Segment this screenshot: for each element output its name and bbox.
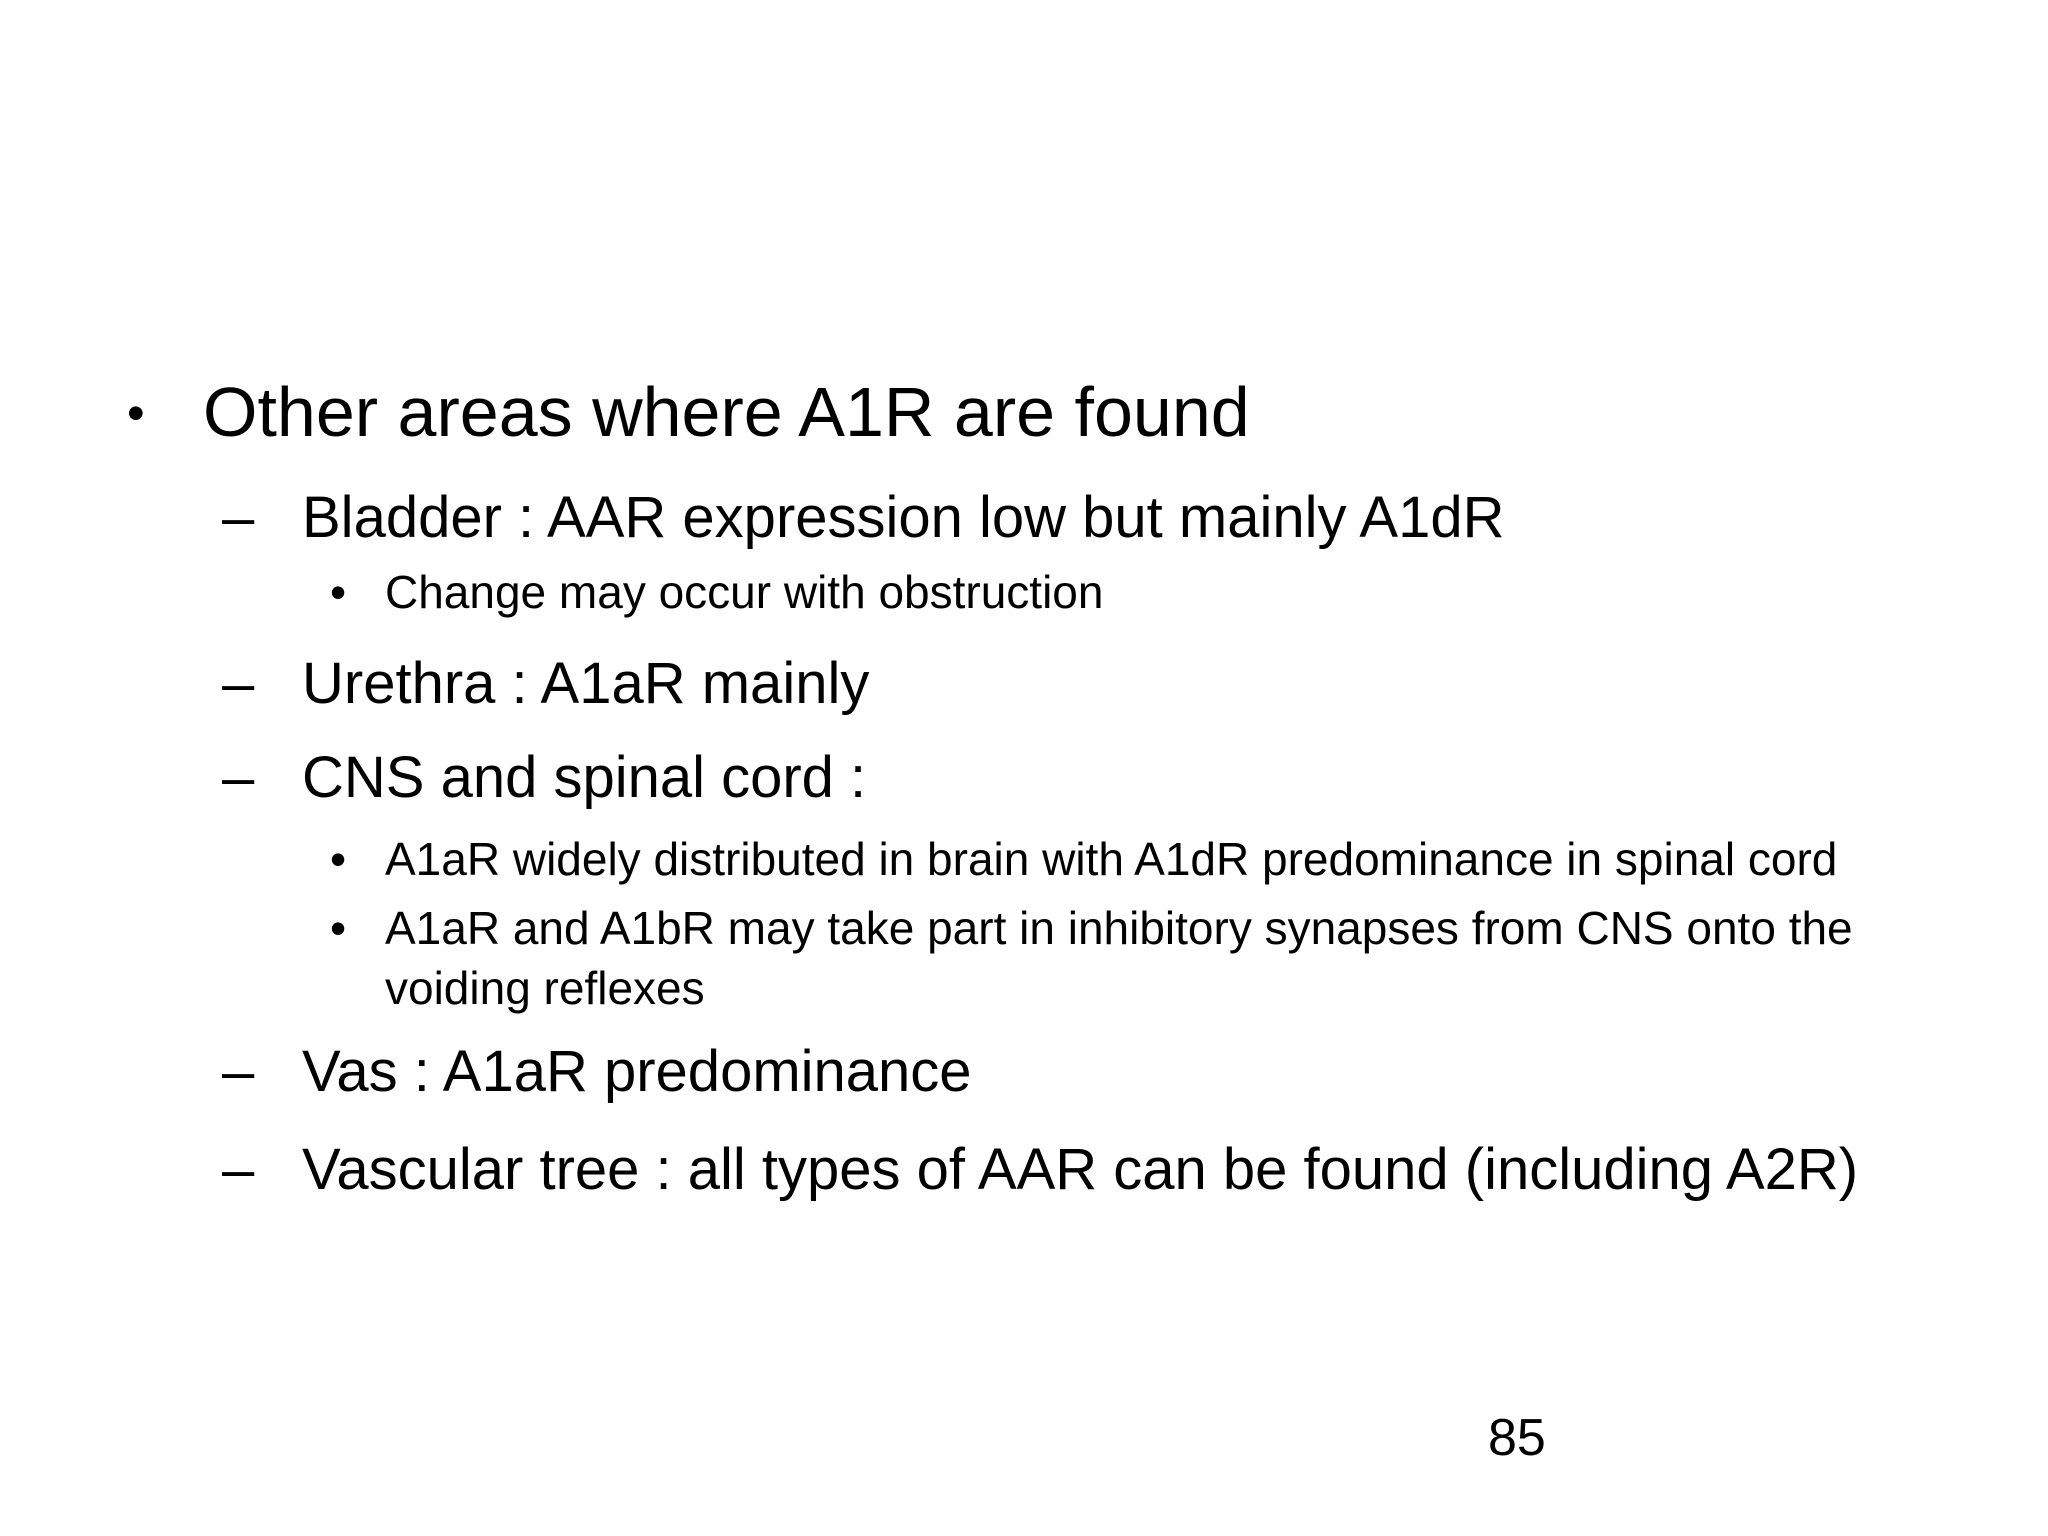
- list-item-text: A1aR widely distributed in brain with A1…: [385, 832, 1838, 885]
- list-item-text: A1aR and A1bR may take part in inhibitor…: [385, 902, 1853, 1015]
- list-item-text: Change may occur with obstruction: [385, 566, 1104, 619]
- dash-bullet-icon: –: [222, 651, 255, 717]
- list-item-text: CNS and spinal cord :: [302, 745, 867, 811]
- bullet-icon: •: [330, 566, 347, 619]
- list-item-text: Other areas where A1R are found: [203, 373, 1250, 451]
- list-item-vas: – Vas : A1aR predominance: [222, 1033, 1869, 1111]
- list-item-text: Vascular tree : all types of AAR can be …: [302, 1137, 1859, 1203]
- list-item-text: Vas : A1aR predominance: [302, 1039, 972, 1105]
- list-item-text: Urethra : A1aR mainly: [302, 651, 870, 717]
- list-item-bladder: – Bladder : AAR expression low but mainl…: [222, 479, 1869, 557]
- dash-bullet-icon: –: [222, 1137, 255, 1203]
- list-item-inhibitory-synapses: • A1aR and A1bR may take part in inhibit…: [330, 899, 1869, 1019]
- list-item-text: Bladder : AAR expression low but mainly …: [302, 485, 1505, 550]
- dash-bullet-icon: –: [222, 745, 255, 811]
- list-item-title: • Other areas where A1R are found: [127, 374, 1869, 451]
- dash-bullet-icon: –: [222, 1039, 255, 1105]
- bullet-icon: •: [330, 832, 347, 885]
- list-item-urethra: – Urethra : A1aR mainly: [222, 645, 1869, 723]
- bullet-icon: •: [127, 384, 145, 441]
- dash-bullet-icon: –: [222, 485, 255, 550]
- page-number: 85: [1488, 1409, 1546, 1467]
- list-item-change-obstruction: • Change may occur with obstruction: [330, 563, 1869, 623]
- list-item-vascular-tree: – Vascular tree : all types of AAR can b…: [222, 1131, 1869, 1209]
- list-item-cns-spinal: – CNS and spinal cord :: [222, 739, 1869, 817]
- bullet-icon: •: [330, 902, 347, 955]
- list-item-a1ar-distribution: • A1aR widely distributed in brain with …: [330, 830, 1869, 890]
- slide-body-text: • Other areas where A1R are found – Blad…: [127, 374, 1869, 1210]
